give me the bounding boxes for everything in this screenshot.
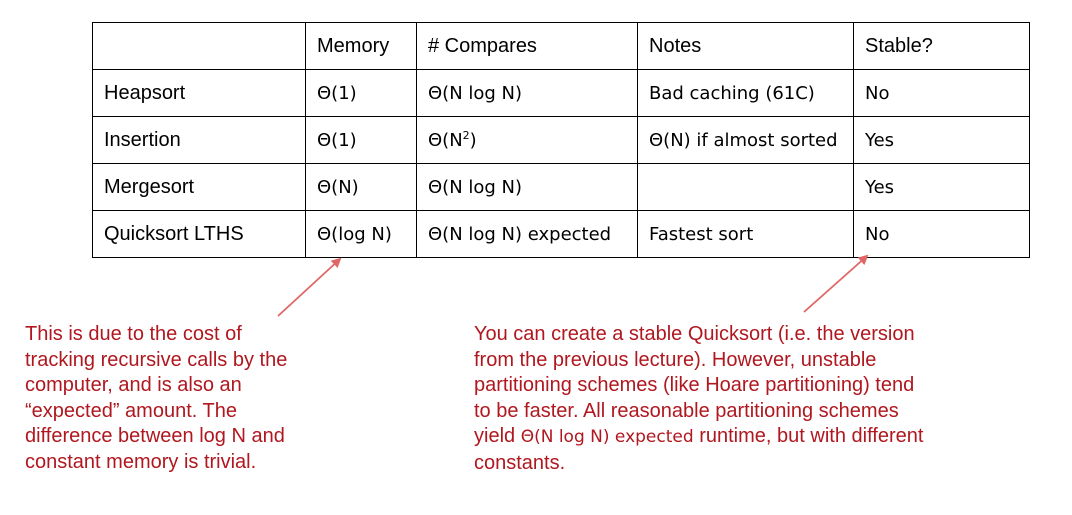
- annotation-line: partitioning schemes (like Hoare partiti…: [474, 374, 915, 396]
- annotation-text: runtime, but with different: [693, 425, 924, 447]
- annotation-line: difference between log N and: [25, 425, 285, 447]
- notes-cell: [637, 163, 854, 211]
- table-row: Heapsort Θ(1) Θ(N log N) Bad caching (61…: [92, 69, 1030, 117]
- annotation-line: “expected” amount. The: [25, 399, 237, 422]
- annotation-line: from the previous lecture). However, uns…: [474, 348, 877, 371]
- compares-cell: Θ(N log N): [416, 163, 638, 211]
- annotation-line: constants.: [474, 451, 566, 474]
- algorithm-cell: Heapsort: [92, 69, 306, 117]
- memory-annotation: This is due to the cost of tracking recu…: [25, 322, 325, 475]
- annotation-line: constant memory is trivial.: [25, 450, 257, 473]
- annotation-line: to be faster. All reasonable partitionin…: [474, 399, 899, 422]
- stability-annotation: You can create a stable Quicksort (i.e. …: [474, 322, 974, 476]
- compares-close: ): [469, 129, 477, 151]
- arrow-to-stable-cell: [803, 254, 869, 313]
- notes-cell: Θ(N) if almost sorted: [637, 116, 854, 164]
- annotation-line: You can create a stable Quicksort (i.e. …: [474, 323, 915, 345]
- algorithm-cell: Insertion: [92, 116, 306, 164]
- table-row: Mergesort Θ(N) Θ(N log N) Yes: [92, 163, 1030, 211]
- stable-cell: Yes: [853, 116, 1030, 164]
- annotation-math: Θ(N log N) expected: [520, 427, 694, 447]
- header-cell-notes: Notes: [637, 22, 854, 70]
- memory-cell: Θ(N): [305, 163, 417, 211]
- stable-cell: No: [853, 210, 1030, 258]
- compares-base: Θ(N: [428, 129, 463, 151]
- annotation-line: This is due to the cost of: [25, 323, 242, 345]
- algorithm-cell: Mergesort: [92, 163, 306, 211]
- memory-cell: Θ(log N): [305, 210, 417, 258]
- notes-cell: Fastest sort: [637, 210, 854, 258]
- stable-cell: No: [853, 69, 1030, 117]
- header-cell-stable: Stable?: [853, 22, 1030, 70]
- sorting-comparison-table: Memory # Compares Notes Stable? Heapsort…: [92, 22, 1030, 258]
- memory-cell: Θ(1): [305, 69, 417, 117]
- compares-cell: Θ(N log N): [416, 69, 638, 117]
- memory-cell: Θ(1): [305, 116, 417, 164]
- compares-exponent: 2: [462, 128, 470, 142]
- annotation-text: yield: [474, 425, 521, 447]
- annotation-line: tracking recursive calls by the: [25, 348, 288, 371]
- annotation-line: yield Θ(N log N) expected runtime, but w…: [474, 424, 974, 451]
- algorithm-cell: Quicksort LTHS: [92, 210, 306, 258]
- arrow-to-memory-cell: [277, 257, 342, 317]
- table-row: Quicksort LTHS Θ(log N) Θ(N log N) expec…: [92, 210, 1030, 258]
- annotation-line: computer, and is also an: [25, 374, 242, 396]
- compares-cell: Θ(N log N) expected: [416, 210, 638, 258]
- table-row: Insertion Θ(1) Θ(N2) Θ(N) if almost sort…: [92, 116, 1030, 164]
